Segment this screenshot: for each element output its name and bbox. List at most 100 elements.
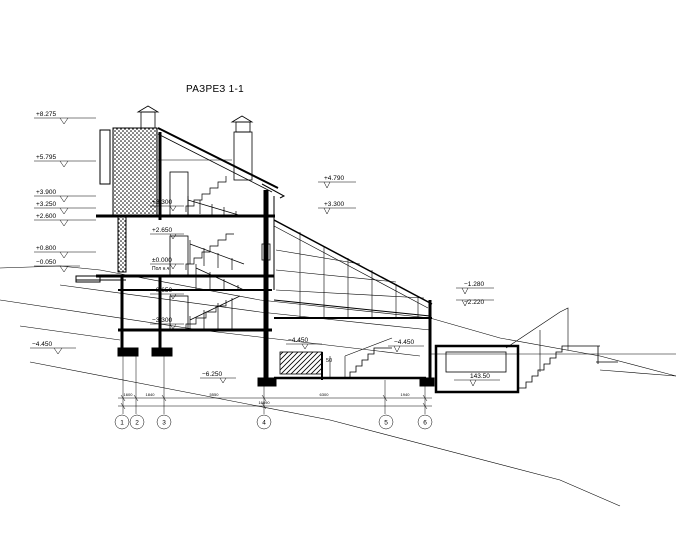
axis-labels: 1 2 3 4 5 6 [120, 420, 427, 427]
building-section [75, 105, 435, 387]
chimney-stack-left [140, 111, 156, 129]
level-m4450-pit: −4.450 [288, 337, 308, 344]
door-upper [169, 171, 189, 217]
stair-upper [185, 176, 227, 212]
axis-bubble-5 [378, 414, 394, 430]
level-markers-inner [150, 205, 322, 384]
gravel-fill [279, 351, 323, 375]
chimney-stack-right [235, 121, 251, 133]
axis-bubble-6 [417, 414, 433, 430]
ditch-label: 50 [326, 358, 332, 364]
footing-4 [257, 377, 277, 387]
level-m6250: −6.250 [202, 371, 222, 378]
stair-basement-2 [185, 300, 227, 330]
axis-label-6: 6 [423, 420, 427, 427]
level-0800: +0.800 [36, 245, 56, 252]
pool-coping [436, 346, 519, 393]
level-0000: ±0.000 [152, 257, 172, 264]
right-ground-2 [599, 369, 676, 377]
axis-label-5: 5 [384, 420, 388, 427]
axis-bubble-1 [114, 414, 130, 430]
level-2600: +2.600 [36, 213, 56, 220]
staircases [185, 176, 245, 330]
dim-1600: 1600 [124, 392, 134, 397]
level-14350: 143.50 [470, 373, 490, 380]
level-m0050: −0.050 [36, 259, 56, 266]
dimension-labels: 1600 1840 5550 6300 1940 16890 [124, 392, 411, 405]
dim-16890: 16890 [258, 400, 270, 405]
level-8275: +8.275 [36, 111, 56, 118]
dim-5550: 5550 [210, 392, 220, 397]
ground-line-mid [59, 284, 431, 331]
axis-label-3: 3 [162, 420, 166, 427]
ground-line-short [19, 325, 121, 341]
outdoor-pool [434, 307, 618, 394]
greenhouse [273, 219, 433, 382]
door-basement [169, 295, 189, 331]
axis-label-1: 1 [120, 420, 124, 427]
terrain-lines [0, 265, 676, 507]
chimney-column-lower [117, 215, 127, 273]
level-markers-right [318, 181, 500, 387]
chimney-shaft-right [233, 131, 253, 181]
axis-bubble-3 [156, 414, 172, 430]
level-labels-left: +8.275 +5.795 +3.900 +3.250 +2.600 +0.80… [32, 111, 56, 348]
roof-lower [157, 133, 273, 193]
dim-ticks [120, 394, 428, 410]
glazing-floor [273, 299, 431, 317]
chimney-column [112, 127, 158, 217]
inner-floor-label: Пол н.ч. [152, 266, 171, 272]
dim-6300: 6300 [320, 392, 330, 397]
stair-ground [185, 233, 234, 270]
chimney-cap-right [230, 115, 254, 123]
glazing-under [273, 225, 429, 309]
pit-stair-rail [329, 337, 393, 378]
pool-post [596, 346, 618, 364]
pool-steps [518, 345, 600, 389]
axis-bubble-4 [256, 414, 272, 430]
stair-ground-b [195, 264, 245, 291]
level-m1280: −1.280 [464, 281, 484, 288]
level-m2220: −2.220 [464, 299, 484, 306]
entry-step [75, 275, 101, 283]
footing-6 [419, 377, 435, 387]
left-parapet [99, 129, 111, 185]
basement-pit [274, 337, 426, 380]
level-labels-inner: +3.300 +2.650 ±0.000 Пол н.ч. −0.650 −3.… [152, 199, 332, 378]
axis-label-2: 2 [135, 420, 139, 427]
level-3300-inner: +3.300 [152, 199, 172, 206]
pool-rail [505, 307, 569, 372]
level-3250: +3.250 [36, 201, 56, 208]
chimney-cap-left [136, 105, 160, 113]
glazing-top [273, 219, 433, 305]
axis-label-4: 4 [262, 420, 266, 427]
level-3300-right: +3.300 [324, 201, 344, 208]
ground-line-long [29, 361, 621, 507]
ground-line-upper [0, 265, 676, 377]
door-ground [169, 235, 189, 277]
stair-ground-rail [189, 240, 245, 270]
dim-1840: 1840 [146, 392, 156, 397]
roof-upper [157, 127, 279, 189]
level-m3300-inner: −3.300 [152, 317, 172, 324]
axis-grid [114, 356, 433, 430]
level-labels-right: +4.790 +3.300 −1.280 −2.220 −4.450 143.5… [324, 175, 490, 380]
level-m4450-left: −4.450 [32, 341, 52, 348]
mullions [275, 232, 425, 318]
level-markers-left [30, 117, 96, 355]
dim-1940: 1940 [401, 392, 411, 397]
stair-upper-rail [187, 196, 243, 217]
footing-1 [117, 347, 139, 357]
drawing-title: РАЗРЕЗ 1-1 [186, 84, 244, 95]
level-m4450-right: −4.450 [394, 339, 414, 346]
level-4790: +4.790 [324, 175, 344, 182]
roof-eave [261, 183, 286, 199]
level-2650: +2.650 [152, 227, 172, 234]
stair-basement [189, 295, 241, 330]
window-right [261, 243, 271, 261]
pool-inner [445, 351, 507, 373]
level-5795: +5.795 [36, 154, 56, 161]
footing-2 [151, 347, 173, 357]
pit-stair [349, 347, 392, 378]
axis-bubble-2 [129, 414, 145, 430]
